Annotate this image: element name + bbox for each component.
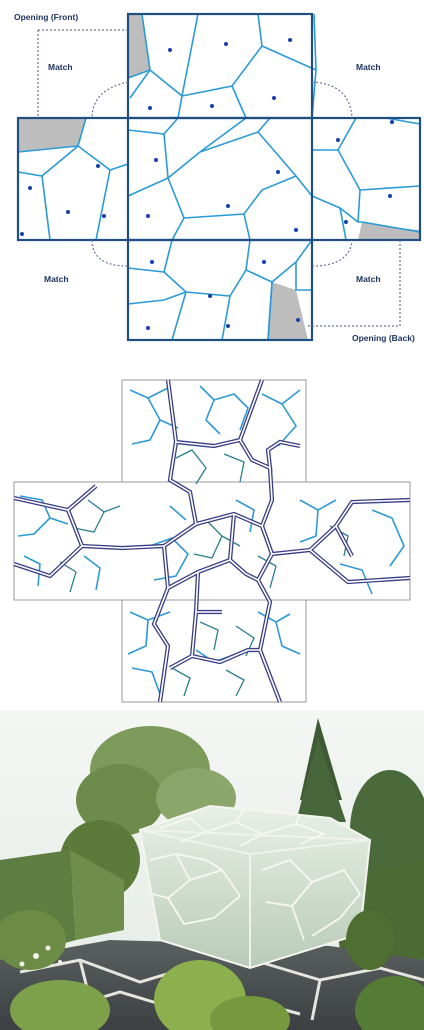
- net-svg: Opening (Front) Match Match Match Match …: [0, 0, 424, 350]
- pavilion-rendering: [0, 710, 424, 1030]
- pattern-svg: [0, 350, 424, 710]
- unfolded-net-diagram: Opening (Front) Match Match Match Match …: [0, 0, 424, 350]
- fine-cell-edges: [18, 386, 404, 694]
- opening-front-label: Opening (Front): [14, 12, 78, 22]
- match-label-bottom-right: Match: [356, 274, 381, 284]
- match-label-top-left: Match: [48, 62, 73, 72]
- match-links: [38, 30, 400, 326]
- rendering-svg: [0, 710, 424, 1030]
- primary-cell-edges: [14, 380, 410, 702]
- match-label-top-right: Match: [356, 62, 381, 72]
- pattern-frame: [14, 380, 410, 702]
- opening-back-label: Opening (Back): [352, 333, 415, 343]
- subdivided-pattern-diagram: [0, 350, 424, 710]
- match-label-bottom-left: Match: [44, 274, 69, 284]
- seed-points: [20, 38, 394, 330]
